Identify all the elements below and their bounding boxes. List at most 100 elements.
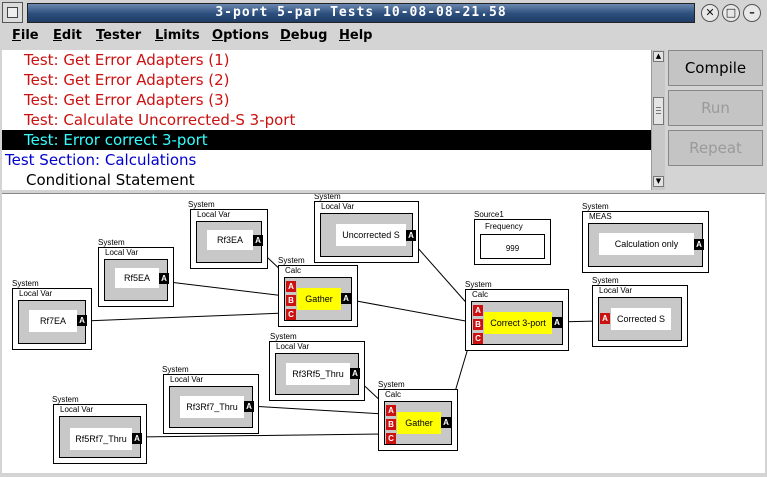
block-label: Uncorrected S — [336, 224, 406, 246]
wire — [168, 281, 286, 297]
list-item[interactable]: Conditional Statement — [2, 170, 651, 190]
menu-edit[interactable]: Edit — [53, 28, 82, 43]
block-label: Rf5EA — [115, 268, 159, 288]
system-label: System — [278, 256, 305, 265]
output-port-a[interactable]: A — [350, 368, 360, 379]
list-item-label: Test: Get Error Adapters (1) — [24, 51, 230, 69]
test-list[interactable]: Test: Get Error Adapters (1) Test: Get E… — [2, 50, 651, 190]
menu-file[interactable]: File — [12, 28, 39, 43]
source-label: Source1 — [474, 210, 504, 219]
compile-button[interactable]: Compile — [668, 50, 763, 86]
maximize-icon[interactable]: □ — [722, 4, 740, 22]
minimize-icon[interactable]: – — [743, 4, 761, 22]
system-label: System — [314, 193, 341, 201]
rf7ea-block[interactable]: Local Var Rf7EA A — [12, 288, 92, 350]
list-item[interactable]: Test: Get Error Adapters (1) — [2, 50, 651, 70]
list-item[interactable]: Test: Get Error Adapters (2) — [2, 70, 651, 90]
input-port-c[interactable]: C — [386, 433, 396, 444]
local-var-label: Local Var — [60, 405, 94, 414]
rf5rf7-thru-block[interactable]: Local Var Rf5Rf7_Thru A — [53, 404, 147, 464]
list-item-label: Test: Get Error Adapters (2) — [24, 71, 230, 89]
local-var-label: Local Var — [321, 202, 355, 211]
input-port-a[interactable]: A — [600, 313, 610, 324]
system-label: System — [98, 238, 125, 247]
menu-limits[interactable]: Limits — [155, 28, 200, 43]
input-port-a[interactable]: A — [386, 405, 396, 416]
menu-help[interactable]: Help — [339, 28, 373, 43]
input-port-b[interactable]: B — [286, 295, 296, 306]
input-port-c[interactable]: C — [473, 333, 483, 344]
block-label: Correct 3-port — [484, 312, 552, 334]
local-var-label: Local Var — [197, 210, 231, 219]
system-label: System — [12, 279, 39, 288]
menu-bar: File Edit Tester Limits Options Debug He… — [0, 26, 767, 46]
correct-3port-block[interactable]: Calc A B C Correct 3-port A — [465, 289, 569, 351]
system-label: System — [162, 365, 189, 374]
output-port-a[interactable]: A — [341, 293, 351, 304]
input-port-b[interactable]: B — [473, 319, 483, 330]
system-label: System — [582, 202, 609, 211]
rf5ea-block[interactable]: Local Var Rf5EA A — [98, 247, 174, 307]
frequency-value: 999 — [480, 234, 545, 259]
output-port-a[interactable]: A — [244, 401, 254, 412]
output-port-a[interactable]: A — [441, 417, 451, 428]
scroll-down-icon[interactable]: ▼ — [653, 176, 664, 187]
rf3ea-block[interactable]: Local Var Rf3EA A — [190, 209, 268, 269]
window-menu-button[interactable] — [2, 2, 23, 23]
local-var-label: Local Var — [19, 289, 53, 298]
menu-debug[interactable]: Debug — [280, 28, 328, 43]
close-icon[interactable]: ✕ — [701, 4, 719, 22]
menu-options[interactable]: Options — [212, 28, 269, 43]
uncorrected-s-block[interactable]: Local Var Uncorrected S A — [314, 201, 419, 263]
output-port-a[interactable]: A — [77, 315, 87, 326]
rf3rf7-thru-block[interactable]: Local Var Rf3Rf7_Thru A — [163, 374, 259, 434]
input-port-a[interactable]: A — [473, 305, 483, 316]
wire — [83, 312, 286, 322]
block-label: Calculation only — [599, 233, 694, 255]
diagram-canvas[interactable]: System Local Var Rf3EA A System Local Va… — [2, 193, 765, 473]
output-port-a[interactable]: A — [694, 239, 704, 250]
system-label: System — [52, 395, 79, 404]
window-menu-icon — [7, 7, 18, 18]
system-label: System — [465, 280, 492, 289]
output-port-a[interactable]: A — [159, 273, 169, 284]
list-item-selected[interactable]: Test: Error correct 3-port — [2, 130, 651, 150]
list-scrollbar[interactable]: ▲ ▼ — [651, 50, 665, 190]
wire — [134, 433, 385, 438]
calculation-only-block[interactable]: MEAS Calculation only A — [582, 211, 709, 273]
local-var-label: Local Var — [170, 375, 204, 384]
local-var-label: Local Var — [276, 342, 310, 351]
system-label: System — [378, 380, 405, 389]
calc-label: Calc — [285, 266, 302, 275]
system-label: System — [592, 276, 619, 285]
gather-bottom-block[interactable]: Calc A B C Gather A — [378, 389, 458, 451]
list-item-section[interactable]: Test Section: Calculations — [2, 150, 651, 170]
list-item-label: Test: Get Error Adapters (3) — [24, 91, 230, 109]
output-port-a[interactable]: A — [406, 230, 416, 241]
corrected-s-block[interactable]: Local Var A Corrected S — [592, 285, 688, 347]
run-button[interactable]: Run — [668, 90, 763, 126]
meas-label: MEAS — [589, 212, 612, 221]
system-label: System — [188, 200, 215, 209]
scroll-up-icon[interactable]: ▲ — [653, 51, 664, 62]
block-label: Gather — [297, 288, 341, 310]
list-item[interactable]: Test: Get Error Adapters (3) — [2, 90, 651, 110]
calc-label: Calc — [472, 290, 489, 299]
input-port-c[interactable]: C — [286, 309, 296, 320]
window-title: 3-port 5-par Tests 10-08-08-21.58 — [27, 3, 695, 23]
output-port-a[interactable]: A — [132, 433, 142, 444]
list-item[interactable]: Test: Calculate Uncorrected-S 3-port — [2, 110, 651, 130]
frequency-block[interactable]: Frequency 999 — [474, 219, 551, 265]
repeat-button[interactable]: Repeat — [668, 130, 763, 166]
rf3rf5-thru-block[interactable]: Local Var Rf3Rf5_Thru A — [269, 341, 365, 401]
output-port-a[interactable]: A — [552, 317, 562, 328]
output-port-a[interactable]: A — [253, 235, 263, 246]
wire — [350, 299, 472, 323]
input-port-a[interactable]: A — [286, 281, 296, 292]
menu-tester[interactable]: Tester — [96, 28, 142, 43]
input-port-b[interactable]: B — [386, 419, 396, 430]
block-label: Rf3Rf7_Thru — [180, 396, 244, 418]
scroll-thumb[interactable] — [653, 97, 664, 125]
gather-top-block[interactable]: Calc A B C Gather A — [278, 265, 358, 327]
